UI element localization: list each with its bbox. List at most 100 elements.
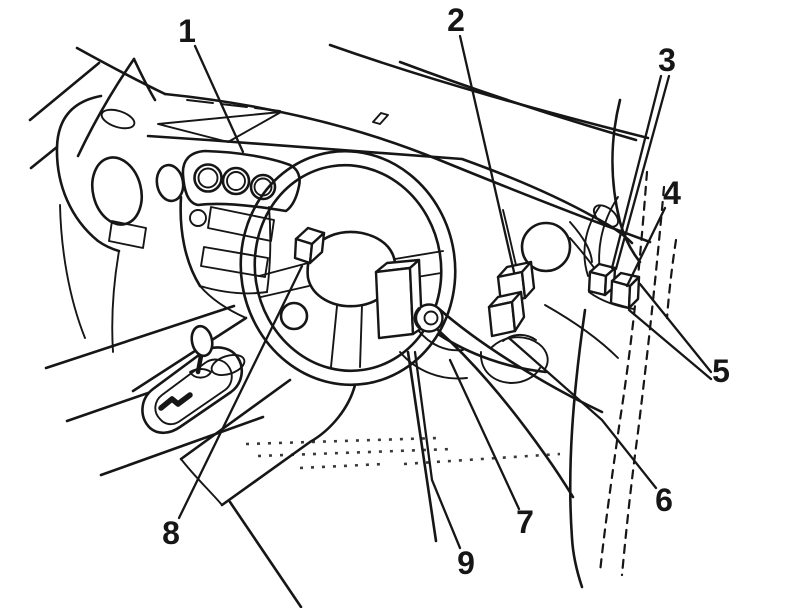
floor-texture: [245, 436, 561, 470]
relay-cube-item8: [293, 226, 326, 265]
console-pad: [210, 354, 246, 376]
outline-stroke: [29, 145, 59, 170]
gauge-dial: [226, 171, 246, 191]
gauge-ring: [249, 173, 277, 201]
callout-number-1: 1: [178, 13, 196, 49]
side-defroster-vent: [592, 204, 620, 228]
floor-line: [228, 500, 303, 608]
wheel-spoke: [260, 285, 310, 298]
shift-gate-slot: [158, 392, 193, 411]
relay-cube-item6: [487, 290, 526, 338]
door-glass-dashed-line: [665, 238, 678, 320]
shift-gate-plate-outer: [141, 346, 244, 435]
leader-line-6: [507, 336, 658, 490]
dash-end-curve: [583, 205, 601, 277]
console-edge: [180, 458, 223, 506]
windshield-edge-right: [328, 43, 650, 140]
texture-dashes: [403, 452, 561, 466]
stack-bottom-edge: [199, 285, 268, 295]
texture-dashes: [299, 462, 385, 470]
leader-line-5: [627, 308, 713, 381]
windshield-edge-right-2: [398, 60, 638, 142]
relay-bracket: [588, 291, 635, 310]
dash-left-endcap: [55, 94, 121, 253]
pocket-arc: [491, 336, 549, 370]
a-pillar-right: [611, 98, 642, 264]
dash-front-lip: [146, 134, 634, 245]
dash-under-edge-2: [436, 328, 575, 499]
defroster-tick: [254, 107, 281, 112]
leader-line-9: [413, 350, 462, 550]
dashboard-body: [44, 92, 652, 608]
cube-front: [487, 300, 517, 338]
outline-stroke: [132, 57, 157, 102]
callout-number-6: 6: [655, 482, 673, 518]
gauge-dial: [197, 167, 219, 189]
dash-top-edge: [163, 92, 652, 244]
a-pillar-left: [76, 57, 136, 158]
console-right-edge-2: [406, 350, 438, 543]
console-lines: [131, 285, 548, 543]
kick-panel-line: [59, 204, 86, 339]
leader-line-5: [638, 282, 713, 374]
round-vent-right: [520, 221, 572, 273]
leader-line-3: [610, 74, 663, 270]
leader-line-7: [448, 358, 521, 511]
floor-diagonal: [99, 415, 265, 477]
column-switch-knob: [279, 301, 309, 331]
console-edge: [179, 378, 292, 461]
floor-diagonal: [44, 304, 236, 370]
console-edge: [131, 316, 248, 393]
shift-knob: [190, 324, 214, 358]
wheel-spoke: [330, 305, 338, 368]
callout-number-5: 5: [712, 353, 730, 389]
relay-components: [293, 226, 641, 340]
gauge-ring: [193, 163, 223, 193]
tweeter-oval: [100, 108, 136, 130]
wheel-rim-inner: [253, 163, 443, 373]
shifter-console: [141, 324, 246, 435]
stack-to-console: [199, 285, 247, 319]
stack-right-edge: [266, 206, 272, 293]
callout-number-2: 2: [447, 2, 465, 38]
left-side-vent: [91, 156, 143, 226]
leader-line-1: [193, 44, 245, 154]
wheel-spoke: [359, 304, 363, 368]
leader-line-3: [614, 74, 671, 271]
center-stack: [179, 195, 275, 295]
leader-lines: [177, 34, 713, 550]
cluster-bezel: [181, 149, 301, 213]
console-right-edge: [220, 383, 357, 507]
callout-number-4: 4: [663, 175, 681, 211]
knob-shade: [413, 307, 421, 329]
pocket-arc: [480, 351, 541, 384]
hazard-knob: [189, 209, 207, 227]
control-unit-item9: [374, 258, 424, 340]
leader-line-4: [625, 206, 667, 288]
instrument-cluster: [181, 149, 301, 213]
cube-front: [587, 270, 608, 297]
knee-bolster-edge: [436, 332, 548, 374]
cube-side: [308, 231, 326, 265]
windshield-and-pillars: [28, 43, 678, 589]
vent-surround: [502, 209, 519, 274]
callout-number-8: 8: [162, 515, 180, 551]
relay-cube-item4: [609, 271, 641, 310]
dash-top-clip: [372, 112, 389, 125]
defroster-tick: [186, 99, 214, 104]
panel-edge: [544, 304, 619, 359]
relay-cube-item3: [587, 262, 617, 297]
gauge-ring: [221, 166, 251, 196]
wheel-spoke: [258, 262, 309, 277]
wheel-spoke: [394, 250, 444, 260]
shift-gate-plate-inner: [154, 358, 233, 426]
leader-line-8: [177, 264, 304, 520]
cube-side: [510, 290, 526, 333]
unit-front: [374, 266, 415, 340]
climate-slot: [200, 246, 269, 278]
ignition-knob: [413, 303, 444, 333]
door-glass-dashed-line: [620, 185, 666, 577]
left-pocket: [108, 220, 147, 249]
